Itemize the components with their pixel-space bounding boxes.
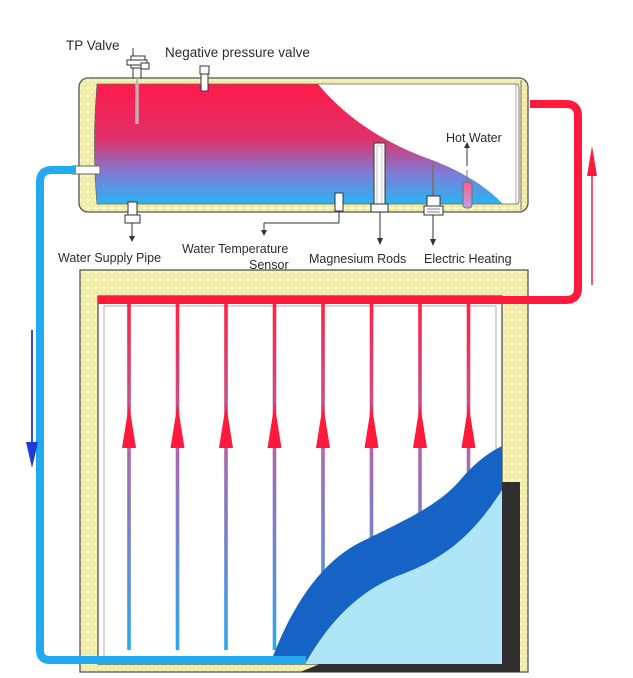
flow-direction-up-arrow (587, 146, 597, 285)
riser-flow-arrow (461, 404, 476, 448)
storage-tank (78, 77, 529, 213)
riser-flow-arrow (364, 404, 379, 448)
riser-tube (272, 304, 277, 650)
riser-tube (321, 304, 325, 650)
magnesium-rod (370, 142, 389, 213)
cold-inlet-stub (71, 165, 101, 175)
tank-water (94, 84, 503, 204)
water-temperature-sensor (334, 130, 344, 218)
water-supply-pipe-label: Water Supply Pipe (58, 251, 161, 265)
hot-flow-pipe (530, 100, 582, 304)
riser-tube (369, 304, 374, 650)
water-supply-fitting (124, 201, 141, 224)
negative-pressure-valve-label: Negative pressure valve (165, 45, 310, 60)
water-temperature-sensor-label-2: Sensor (249, 258, 289, 272)
water-temperature-sensor-label-1: Water Temperature (182, 242, 288, 256)
riser-tube (224, 304, 228, 650)
riser-tube (175, 304, 180, 650)
hot-water-label: Hot Water (446, 131, 502, 145)
tp-valve (126, 55, 150, 124)
tank-inner-outline (94, 83, 520, 205)
riser-flow-arrow (219, 404, 233, 448)
flow-direction-down-arrow (26, 330, 38, 468)
tp-valve-label: TP Valve (66, 38, 120, 53)
leader-arrowheads (129, 142, 470, 246)
leader-lines (131, 146, 468, 241)
riser-tube (418, 304, 422, 650)
riser-flow-arrow (267, 404, 282, 448)
riser-flow-arrow (413, 404, 427, 448)
electric-heating-label: Electric Heating (424, 252, 512, 266)
riser-flow-arrow (122, 404, 136, 448)
tank-interior (94, 84, 519, 204)
glazing-light-layer (305, 490, 502, 664)
solar-collector (79, 269, 548, 673)
negative-pressure-valve (199, 65, 210, 92)
riser-flow-arrow (170, 404, 185, 448)
riser-flow-arrow (316, 404, 330, 448)
magnesium-rods-label: Magnesium Rods (309, 252, 406, 266)
cold-return-pipe (36, 166, 306, 664)
hot-water-outlet (462, 170, 473, 209)
riser-tube (127, 304, 131, 650)
